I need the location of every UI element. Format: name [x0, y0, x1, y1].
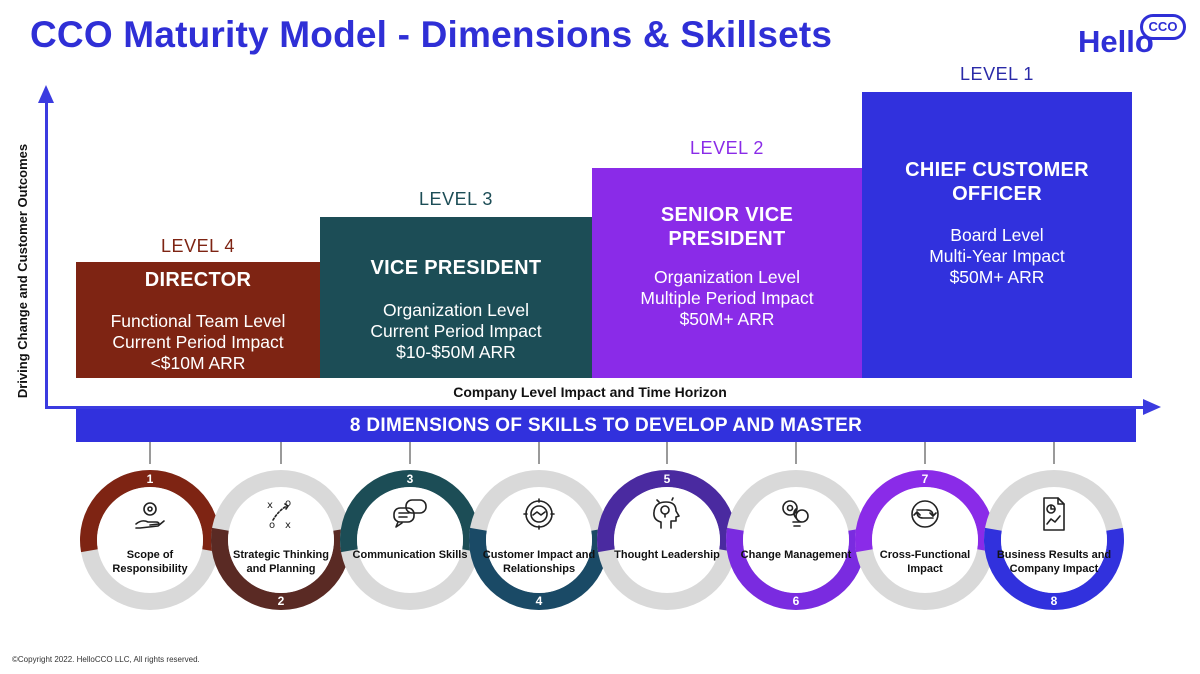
dimension-2-ring: [210, 470, 352, 610]
gears-bulb-icon: [782, 500, 809, 527]
dimension-4-ring: [468, 470, 609, 610]
level-4-label: LEVEL 4: [161, 236, 235, 256]
level-3-title: VICE PRESIDENT: [370, 257, 542, 279]
level-4-line-2: Current Period Impact: [112, 332, 284, 352]
level-2-line-2: Multiple Period Impact: [640, 288, 814, 308]
level-4-line-1: Functional Team Level: [110, 311, 286, 331]
head-lightbulb-icon: [653, 497, 680, 529]
dimension-4-connector: [538, 442, 540, 464]
y-axis-arrow-icon: [38, 85, 54, 103]
level-3-label: LEVEL 3: [419, 189, 493, 209]
dimension-1-number: 1: [146, 472, 154, 486]
report-chart-icon: [1043, 497, 1065, 531]
dimension-3-connector: [409, 442, 411, 464]
dimension-5-number: 5: [663, 472, 671, 486]
level-2-line-3: $50M+ ARR: [679, 309, 775, 329]
handshake-gear-icon: [523, 498, 555, 530]
level-1-line-3: $50M+ ARR: [949, 267, 1045, 287]
svg-text:x: x: [285, 520, 291, 531]
y-axis: [45, 100, 48, 407]
x-axis: [45, 406, 1145, 409]
level-4-title: DIRECTOR: [144, 269, 252, 291]
helloCCO-logo: Hello CCO: [1078, 14, 1190, 60]
level-3-box: VICE PRESIDENT Organization Level Curren…: [320, 217, 592, 378]
dimension-7-ring: [854, 469, 995, 610]
level-1-title: CHIEF CUSTOMER OFFICER: [905, 159, 1089, 205]
dimension-7-connector: [924, 442, 926, 464]
dimension-2-connector: [280, 442, 282, 464]
level-4-line-3: <$10M ARR: [150, 353, 246, 373]
dimension-1-label: Scope of Responsibility: [112, 549, 188, 575]
level-4-box: DIRECTOR Functional Team Level Current P…: [76, 262, 320, 378]
level-2-line-1: Organization Level: [654, 267, 800, 287]
level-1-line-2: Multi-Year Impact: [929, 246, 1065, 266]
dimension-6-number: 6: [792, 594, 800, 608]
level-3-line-3: $10-$50M ARR: [396, 342, 516, 362]
cross-arrows-gear-icon: [911, 500, 939, 528]
dimension-8-label: Business Results and Company Impact: [996, 549, 1112, 575]
skills-banner: 8 DIMENSIONS OF SKILLS TO DEVELOP AND MA…: [76, 409, 1136, 442]
dimension-3-ring: [340, 470, 480, 610]
dimension-7-label: Cross-Functional Impact: [879, 549, 971, 575]
speech-bubbles-icon: [393, 499, 427, 528]
dimension-8-connector: [1053, 442, 1055, 464]
level-3-line-2: Current Period Impact: [370, 321, 542, 341]
dimension-2-label: Strategic Thinking and Planning: [233, 549, 329, 575]
svg-text:o: o: [269, 520, 275, 531]
level-2-title: SENIOR VICE PRESIDENT: [660, 204, 794, 250]
dimension-6-ring: [726, 470, 866, 611]
dimension-4-number: 4: [535, 594, 543, 608]
level-1-box: CHIEF CUSTOMER OFFICER Board Level Multi…: [862, 92, 1132, 378]
level-1-label: LEVEL 1: [960, 64, 1034, 84]
dimension-8-number: 8: [1050, 594, 1058, 608]
copyright-text: ©Copyright 2022. HelloCCO LLC, All right…: [12, 655, 200, 664]
dimension-7-number: 7: [921, 472, 929, 486]
hand-gear-icon: [135, 502, 165, 529]
dimension-6-label: Change Management: [740, 549, 852, 561]
level-2-box: SENIOR VICE PRESIDENT Organization Level…: [592, 168, 862, 378]
dimension-1-ring: [79, 470, 220, 610]
dimension-5-label: Thought Leadership: [614, 549, 720, 561]
svg-text:o: o: [285, 498, 291, 509]
x-axis-label: Company Level Impact and Time Horizon: [453, 384, 727, 400]
dimension-8-ring: [983, 470, 1124, 611]
dimension-3-label: Communication Skills: [352, 549, 468, 561]
svg-text:x: x: [267, 500, 273, 511]
page-title: CCO Maturity Model - Dimensions & Skills…: [30, 14, 833, 55]
level-2-label: LEVEL 2: [690, 138, 764, 158]
dimension-5-ring: [597, 469, 737, 610]
logo-bubble: CCO: [1140, 14, 1186, 40]
dimension-5-connector: [666, 442, 668, 464]
level-1-line-1: Board Level: [950, 225, 1044, 245]
dimension-3-number: 3: [406, 472, 414, 486]
dimension-4-label: Customer Impact and Relationships: [482, 549, 596, 575]
dimension-6-connector: [795, 442, 797, 464]
level-3-line-1: Organization Level: [383, 300, 529, 320]
dimension-2-number: 2: [277, 594, 285, 608]
x-axis-arrow-icon: [1143, 399, 1161, 415]
dimension-1-connector: [149, 442, 151, 464]
